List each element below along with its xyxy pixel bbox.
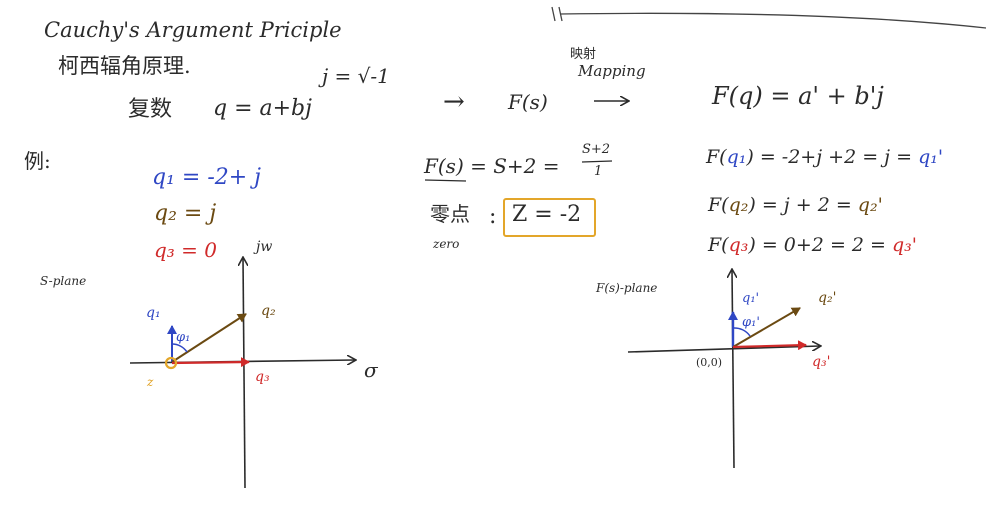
f-q3-line: F(q₃) = 0+2 = 2 = q₃' bbox=[708, 236, 917, 255]
s-plane-q3-label: q₃ bbox=[255, 369, 270, 385]
f-plane-q1-label: q₁' bbox=[742, 291, 760, 306]
f-q1-result: q₁' bbox=[918, 146, 944, 168]
s-plane-angle-label: φ₁ bbox=[176, 330, 191, 345]
s-plane-vector-q3 bbox=[171, 357, 250, 368]
page-divider-curve bbox=[559, 12, 986, 29]
f-q3-mid: ) = 0+2 = 2 = bbox=[748, 234, 886, 256]
f-q1-pre: F( bbox=[706, 146, 727, 168]
j-definition: j = √-1 bbox=[322, 64, 390, 88]
mapping-chinese: 映射 bbox=[570, 47, 597, 62]
f-q2-pre: F( bbox=[708, 194, 729, 216]
s-plane-q1-label: q₁ bbox=[146, 305, 161, 321]
arrow-into-f: → bbox=[443, 87, 465, 117]
f-definition: F(s) = S+2 = bbox=[424, 154, 560, 178]
complex-label: 复数 bbox=[128, 97, 173, 122]
f-plane-vector-q3 bbox=[732, 340, 807, 351]
q3-value: q₃ = 0 bbox=[154, 238, 218, 262]
f-plane-q3-label: q₃' bbox=[812, 354, 831, 370]
zero-highlight-box bbox=[503, 198, 596, 237]
f-q3-result: q₃' bbox=[892, 234, 918, 256]
f-plane-vector-q2 bbox=[732, 307, 801, 348]
q2-value: q₂ = j bbox=[154, 201, 217, 226]
f-q2-arg: q₂ bbox=[728, 194, 749, 216]
f-q2-mid: ) = j + 2 = bbox=[748, 194, 852, 216]
complex-equation: q = a+bj bbox=[213, 96, 312, 121]
f-q3-pre: F( bbox=[708, 234, 729, 256]
f-plane-angle-arc bbox=[732, 327, 751, 337]
s-plane-label: S-plane bbox=[40, 274, 87, 288]
f-q2-result: q₂' bbox=[857, 194, 883, 216]
f-plane-imag-axis bbox=[732, 270, 734, 469]
s-plane-angle-arc bbox=[171, 343, 188, 353]
f-of-q: F(q) = a' + b'j bbox=[712, 82, 884, 110]
fraction-numerator: S+2 bbox=[582, 142, 611, 157]
f-q1-arg: q₁ bbox=[726, 146, 747, 168]
s-plane-zero-label: z bbox=[147, 375, 154, 389]
s-plane-real-label: σ bbox=[364, 358, 378, 382]
title-chinese: 柯西辐角原理. bbox=[58, 54, 191, 78]
f-plane-q2-label: q₂' bbox=[818, 290, 837, 306]
s-plane bbox=[129, 258, 355, 489]
s-plane-q2-label: q₂ bbox=[261, 303, 276, 319]
example-label: 例: bbox=[24, 149, 51, 173]
mapping-label: Mapping bbox=[578, 62, 646, 80]
f-q1-mid: ) = -2+j +2 = j = bbox=[746, 146, 913, 168]
f-def-underline bbox=[424, 179, 467, 182]
f-plane-angle-label: φ₁' bbox=[742, 315, 760, 330]
title: Cauchy's Argument Priciple bbox=[44, 18, 342, 42]
zero-colon: : bbox=[489, 204, 497, 229]
f-plane-origin: (0,0) bbox=[696, 356, 723, 369]
f-q1-line: F(q₁) = -2+j +2 = j = q₁' bbox=[706, 148, 943, 167]
f-q3-arg: q₃ bbox=[728, 234, 749, 256]
f-plane-label: F(s)-plane bbox=[596, 281, 658, 295]
s-plane-zero-point bbox=[164, 356, 178, 370]
zero-english: zero bbox=[433, 237, 460, 251]
fraction-bar bbox=[581, 160, 613, 163]
f-q2-line: F(q₂) = j + 2 = q₂' bbox=[708, 196, 883, 215]
fraction-denominator: 1 bbox=[594, 164, 603, 179]
s-plane-imag-label: jw bbox=[256, 239, 273, 255]
q1-value: q₁ = -2+ j bbox=[152, 165, 262, 190]
s-plane-vector-q2 bbox=[171, 313, 247, 363]
f-of-s: F(s) bbox=[508, 90, 548, 114]
f-plane bbox=[627, 270, 820, 469]
f-plane-real-axis bbox=[627, 346, 820, 353]
zero-equation: Z = -2 bbox=[512, 202, 582, 227]
page-divider-hash bbox=[551, 6, 563, 22]
s-plane-imag-axis bbox=[243, 258, 245, 489]
zero-chinese: 零点 bbox=[430, 202, 470, 226]
